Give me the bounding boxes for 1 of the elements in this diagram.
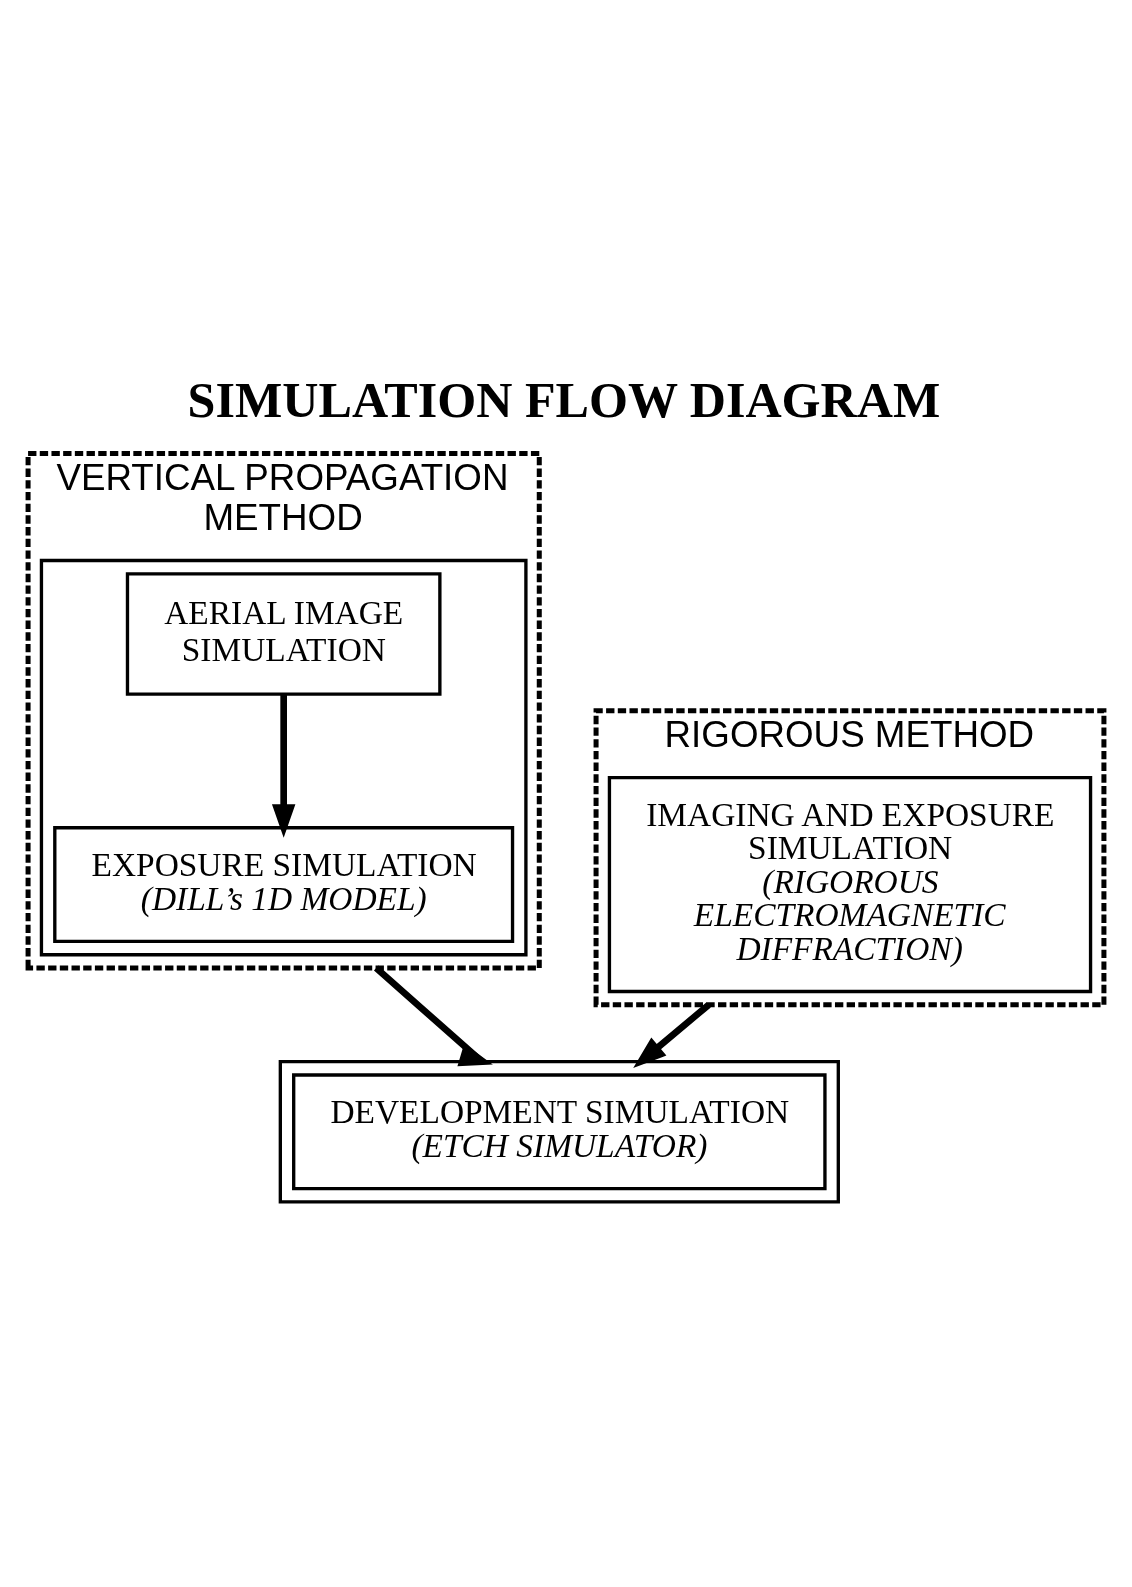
diagram-title: SIMULATION FLOW DIAGRAM: [187, 371, 941, 428]
